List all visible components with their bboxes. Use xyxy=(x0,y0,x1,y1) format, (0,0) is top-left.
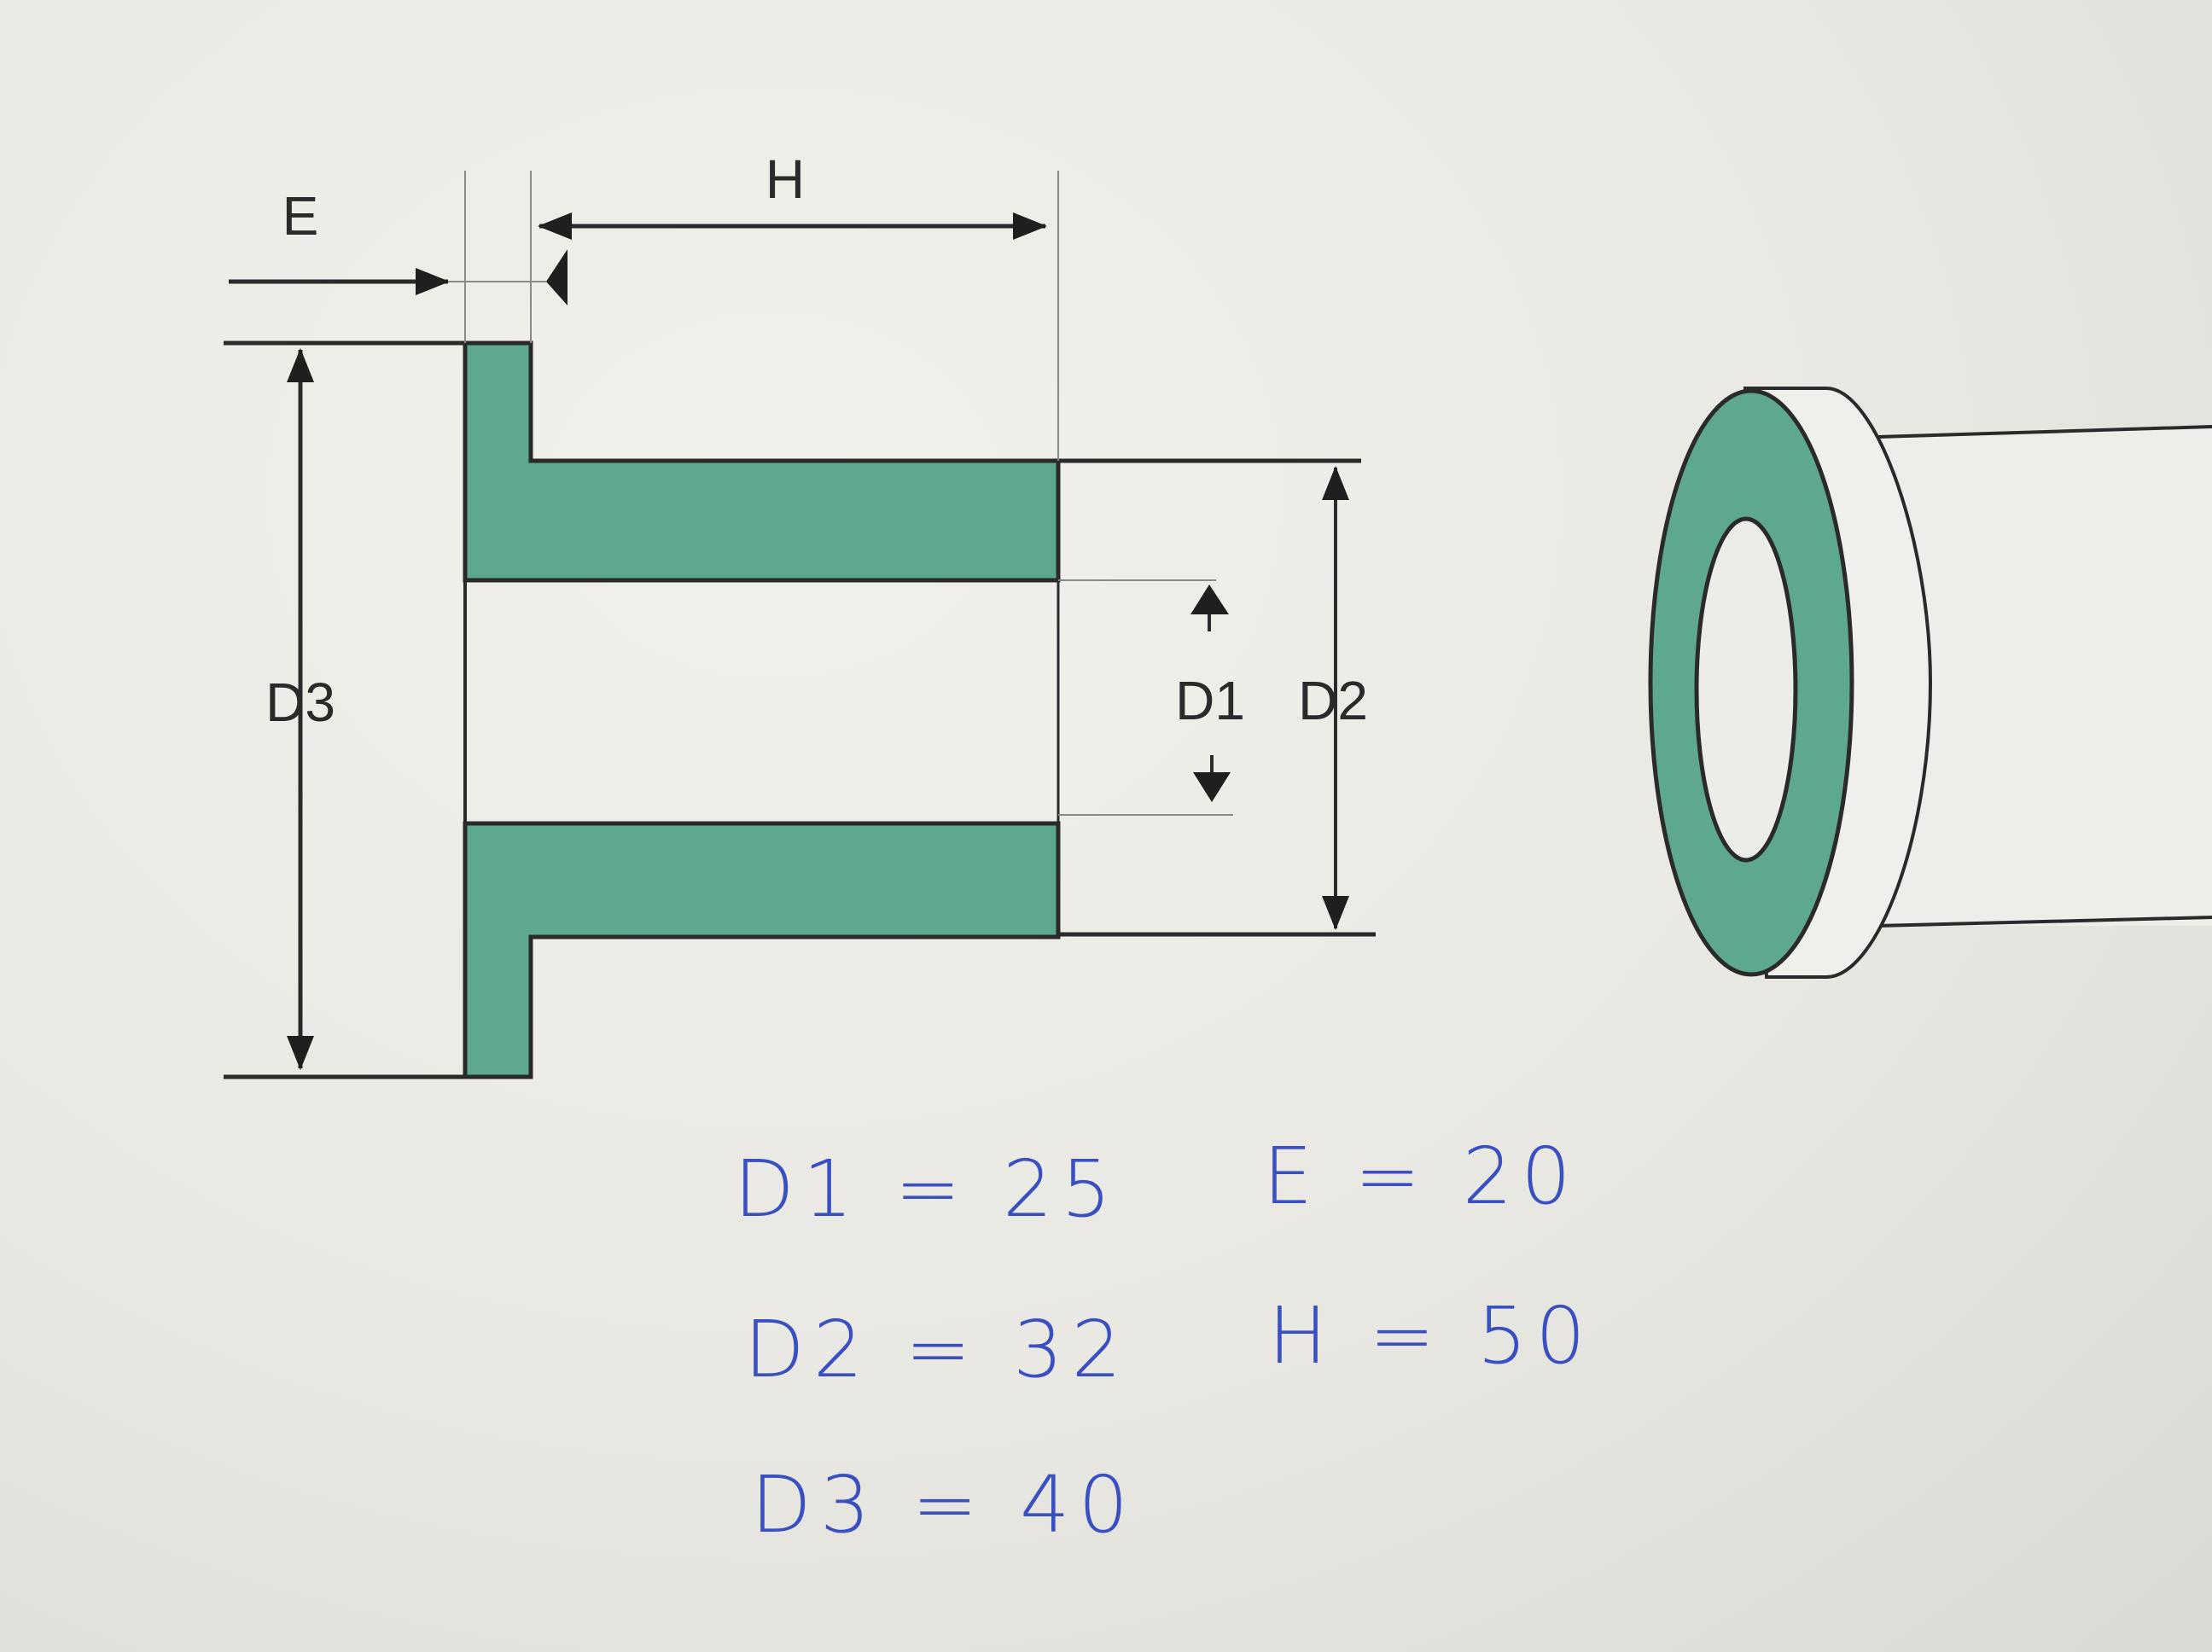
dim-e-arrow-right xyxy=(546,249,568,305)
tube-body xyxy=(1877,427,2212,926)
section-upper-half xyxy=(463,340,1061,583)
note-d1-value: D1 = 25 xyxy=(734,1143,1121,1235)
label-e: E xyxy=(282,185,319,247)
note-d2-value: D2 = 32 xyxy=(744,1304,1131,1395)
label-d1: D1 xyxy=(1175,670,1245,731)
dimension-labels: E H D3 D1 D2 xyxy=(265,148,1368,733)
bore-hole xyxy=(1694,516,1798,863)
perspective-view xyxy=(1648,387,2212,979)
note-d3-value: D3 = 40 xyxy=(751,1459,1138,1550)
dim-d1-arrow-bottom xyxy=(1193,772,1231,802)
cross-section-view xyxy=(463,340,1061,1079)
dim-d1-arrow-top xyxy=(1190,585,1229,614)
label-h: H xyxy=(765,148,805,210)
dimension-lines xyxy=(224,171,1376,1079)
label-d2: D2 xyxy=(1298,670,1368,731)
note-e-value: E = 20 xyxy=(1263,1131,1580,1222)
section-lower-half xyxy=(463,821,1061,1079)
note-h-value: H = 50 xyxy=(1268,1290,1594,1382)
label-d3: D3 xyxy=(265,672,335,733)
